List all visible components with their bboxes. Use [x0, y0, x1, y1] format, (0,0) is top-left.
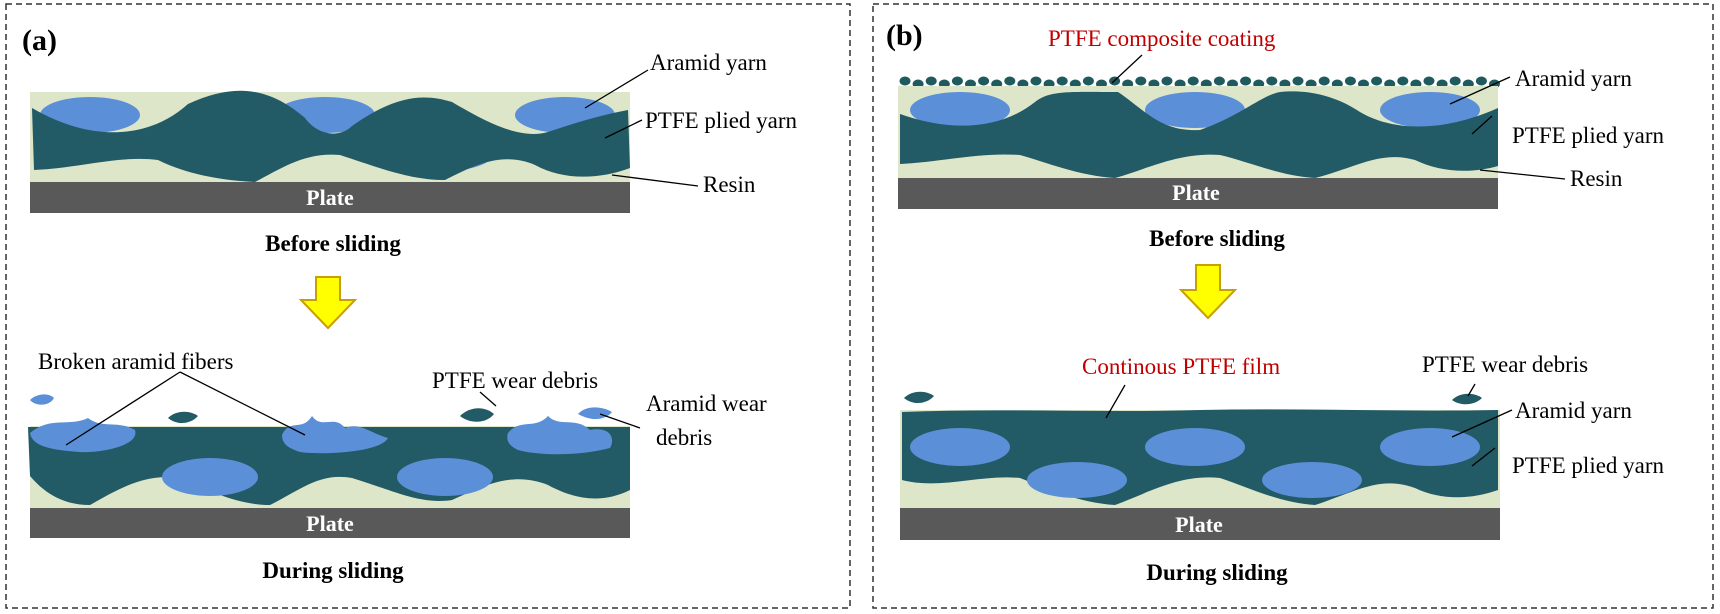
ptfe-plied-yarn-label: PTFE plied yarn — [1512, 123, 1665, 148]
ptfe-plied-yarn-label: PTFE plied yarn — [1512, 453, 1665, 478]
plate-label: Plate — [306, 185, 354, 210]
ptfe-wear-debris-label: PTFE wear debris — [1422, 352, 1588, 377]
aramid-yarn-top — [1145, 428, 1245, 466]
coating-particle — [925, 76, 937, 86]
coating-particle — [1318, 76, 1330, 86]
leader-aramid — [1449, 76, 1511, 105]
aramid-yarn-bottom — [1027, 462, 1127, 498]
coating-particle — [1292, 76, 1304, 86]
leader-resin — [1479, 169, 1566, 180]
aramid-debris-particle — [578, 407, 612, 420]
coating-particle — [951, 76, 963, 86]
aramid-yarn-top — [910, 92, 1010, 128]
panel-b-during-diagram: Plate — [900, 409, 1500, 540]
ptfe-composite-coating-label: PTFE composite coating — [1048, 26, 1276, 51]
coating-particle — [1187, 76, 1199, 86]
aramid-wear-debris-label-1: Aramid wear — [646, 391, 767, 416]
panel-b-tag: (b) — [886, 19, 923, 52]
aramid-yarn-bottom — [162, 458, 258, 496]
aramid-yarn-top — [1380, 428, 1480, 466]
ptfe-plied-yarn-label: PTFE plied yarn — [645, 108, 798, 133]
ptfe-debris-particle — [460, 408, 494, 422]
leader-aramid — [1451, 409, 1513, 438]
plate-label: Plate — [1172, 180, 1220, 205]
aramid-yarn-bottom — [1262, 462, 1362, 498]
leader-ptfe-debris — [1467, 383, 1476, 397]
panel-a-tag: (a) — [22, 24, 57, 57]
ptfe-debris-particle — [904, 391, 934, 404]
leader-ptfe-debris — [479, 391, 497, 407]
plate — [898, 178, 1498, 209]
panel-a-during-diagram: Plate — [28, 416, 630, 538]
coating-particle — [1449, 76, 1461, 86]
coating-particle — [1030, 76, 1042, 86]
aramid-yarn-bottom — [397, 458, 493, 496]
leader-aramid — [584, 69, 649, 109]
coating-particle — [1475, 76, 1487, 86]
plate — [30, 182, 630, 213]
aramid-yarn-top — [1145, 92, 1245, 128]
aramid-yarn-top — [1380, 92, 1480, 128]
plate-label: Plate — [306, 511, 354, 536]
panel-a-border — [5, 3, 851, 609]
ptfe-plied-yarn — [32, 90, 630, 182]
plate — [900, 508, 1500, 540]
coating-particle — [1056, 76, 1068, 86]
ptfe-plied-yarn — [900, 91, 1498, 178]
broken-aramid-fibers — [282, 416, 388, 454]
continuous-ptfe-film-label: Continous PTFE film — [1082, 354, 1280, 379]
down-arrow-icon — [1178, 264, 1238, 320]
plate — [30, 508, 630, 538]
ptfe-debris-particle — [1452, 393, 1482, 405]
aramid-yarn-label: Aramid yarn — [650, 50, 767, 75]
leader-resin — [611, 174, 699, 187]
leader-ptfe — [604, 119, 643, 139]
aramid-yarn-label: Aramid yarn — [1515, 66, 1632, 91]
leader-aramid-debris — [599, 413, 641, 429]
panel-a: (a) Plate Aramid yarn PTFE plied yarn Re… — [5, 3, 851, 609]
aramid-yarn-label: Aramid yarn — [1515, 398, 1632, 423]
leader-coating — [1111, 54, 1143, 84]
coating-particle — [1213, 76, 1225, 86]
broken-aramid-fibers-label: Broken aramid fibers — [38, 349, 233, 374]
coating-particle — [1161, 76, 1173, 86]
plate-label: Plate — [1175, 512, 1223, 537]
before-sliding-caption: Before sliding — [1149, 226, 1285, 251]
before-sliding-caption: Before sliding — [265, 231, 401, 256]
during-sliding-caption: During sliding — [262, 558, 404, 583]
resin-label: Resin — [1570, 166, 1623, 191]
aramid-debris-particle — [30, 394, 54, 405]
coating-particle — [1135, 76, 1147, 86]
down-arrow-icon — [298, 276, 358, 330]
coating-particle — [1371, 76, 1383, 86]
coating-particle — [899, 76, 911, 86]
leader-ptfe — [1471, 447, 1496, 467]
leader-film — [1105, 384, 1126, 419]
during-sliding-caption: During sliding — [1146, 560, 1288, 585]
leader-ptfe — [1471, 115, 1493, 135]
coating-particle — [1423, 76, 1435, 86]
coating-particle — [1004, 76, 1016, 86]
coating-particle — [1266, 76, 1278, 86]
leader-broken — [179, 371, 306, 436]
coating-particle — [1240, 76, 1252, 86]
panel-a-before-diagram: Plate — [30, 90, 630, 213]
coating-particle — [1082, 76, 1094, 86]
coating-particle — [978, 76, 990, 86]
broken-aramid-fibers — [507, 416, 613, 455]
coating-particle — [1344, 76, 1356, 86]
aramid-wear-debris-label-2: debris — [656, 425, 712, 450]
panel-b-before-diagram: Plate — [898, 76, 1500, 209]
ptfe-debris-particle — [168, 411, 198, 424]
panel-b-border — [872, 3, 1714, 609]
coating-particle — [1397, 76, 1409, 86]
aramid-yarn-top — [910, 428, 1010, 466]
leader-broken — [65, 371, 181, 446]
resin-label: Resin — [703, 172, 756, 197]
ptfe-wear-debris-label: PTFE wear debris — [432, 368, 598, 393]
panel-b: (b) PTFE composite coating Plate Aramid … — [872, 3, 1714, 609]
